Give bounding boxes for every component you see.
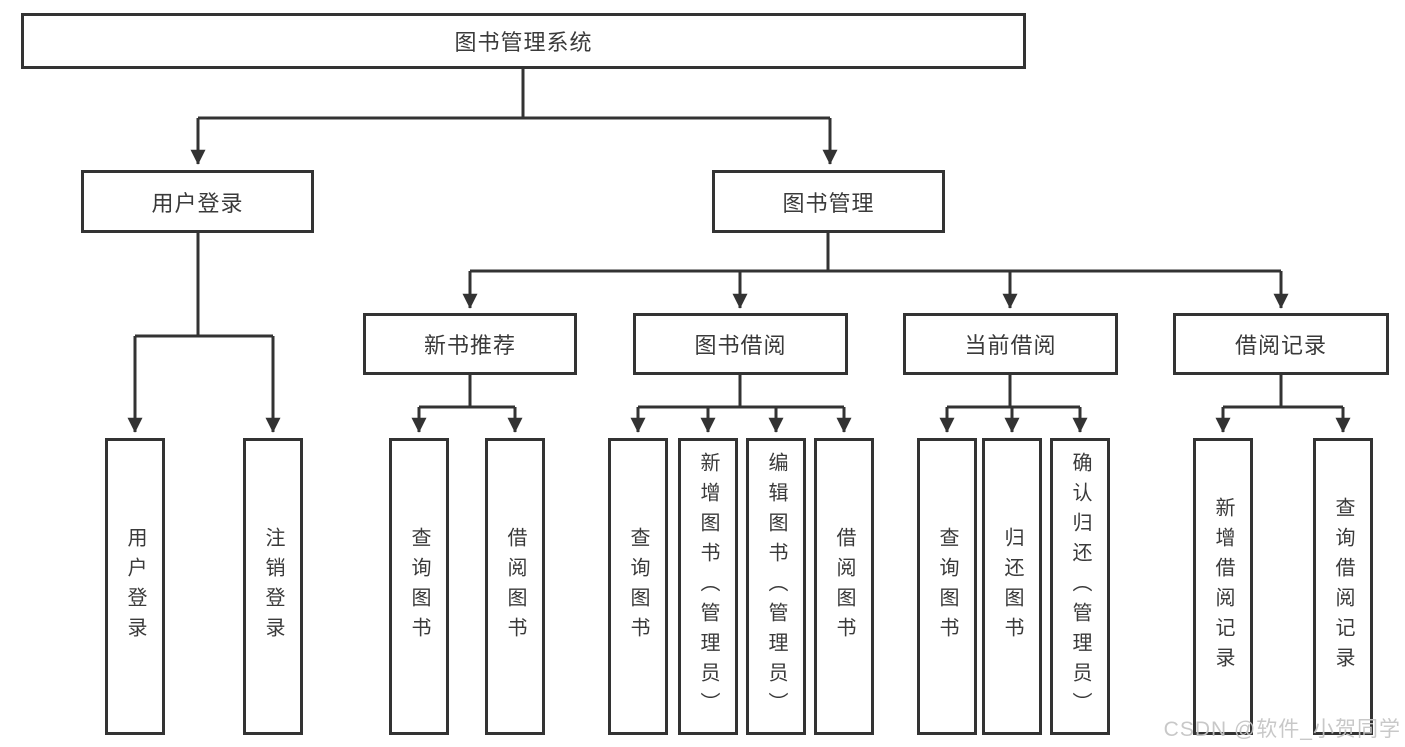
leaf-query-borrow-record: 查询借阅记录 <box>1313 438 1373 735</box>
leaf-borrow-books-2-label: 借阅图书 <box>833 526 855 647</box>
leaf-add-borrow-record-label: 新增借阅记录 <box>1212 496 1234 677</box>
leaf-logout: 注销登录 <box>243 438 303 735</box>
leaf-confirm-return-admin-label: 确认归还（管理员） <box>1069 451 1091 722</box>
leaf-borrow-books-1: 借阅图书 <box>485 438 545 735</box>
leaf-query-books-2-label: 查询图书 <box>627 526 649 647</box>
node-book-management-label: 图书管理 <box>782 190 875 216</box>
node-book-management: 图书管理 <box>712 170 945 233</box>
leaf-edit-books-admin-label: 编辑图书（管理员） <box>765 451 787 722</box>
csdn-watermark: CSDN @软件_小贺同学 <box>1163 718 1401 741</box>
leaf-logout-label: 注销登录 <box>262 526 284 647</box>
node-current-borrow-label: 当前借阅 <box>964 333 1057 358</box>
leaf-query-borrow-record-label: 查询借阅记录 <box>1332 496 1354 677</box>
node-root: 图书管理系统 <box>21 13 1026 69</box>
node-root-label: 图书管理系统 <box>454 30 593 55</box>
node-user-login-label: 用户登录 <box>151 190 244 216</box>
leaf-edit-books-admin: 编辑图书（管理员） <box>746 438 806 735</box>
node-new-book-recommend: 新书推荐 <box>363 313 577 375</box>
leaf-query-books-2: 查询图书 <box>608 438 668 735</box>
node-user-login: 用户登录 <box>81 170 314 233</box>
leaf-return-books-label: 归还图书 <box>1001 526 1023 647</box>
leaf-query-books-1: 查询图书 <box>389 438 449 735</box>
node-book-borrow: 图书借阅 <box>633 313 848 375</box>
node-borrow-records: 借阅记录 <box>1173 313 1389 375</box>
leaf-return-books: 归还图书 <box>982 438 1042 735</box>
leaf-query-books-3: 查询图书 <box>917 438 977 735</box>
leaf-user-login: 用户登录 <box>105 438 165 735</box>
leaf-borrow-books-1-label: 借阅图书 <box>504 526 526 647</box>
node-current-borrow: 当前借阅 <box>903 313 1118 375</box>
node-borrow-records-label: 借阅记录 <box>1234 333 1327 358</box>
node-book-borrow-label: 图书借阅 <box>694 333 787 358</box>
leaf-confirm-return-admin: 确认归还（管理员） <box>1050 438 1110 735</box>
leaf-query-books-3-label: 查询图书 <box>936 526 958 647</box>
leaf-query-books-1-label: 查询图书 <box>408 526 430 647</box>
leaf-add-books-admin-label: 新增图书（管理员） <box>697 451 719 722</box>
leaf-add-borrow-record: 新增借阅记录 <box>1193 438 1253 735</box>
node-new-book-recommend-label: 新书推荐 <box>423 333 516 358</box>
leaf-user-login-label: 用户登录 <box>124 526 146 647</box>
leaf-borrow-books-2: 借阅图书 <box>814 438 874 735</box>
leaf-add-books-admin: 新增图书（管理员） <box>678 438 738 735</box>
